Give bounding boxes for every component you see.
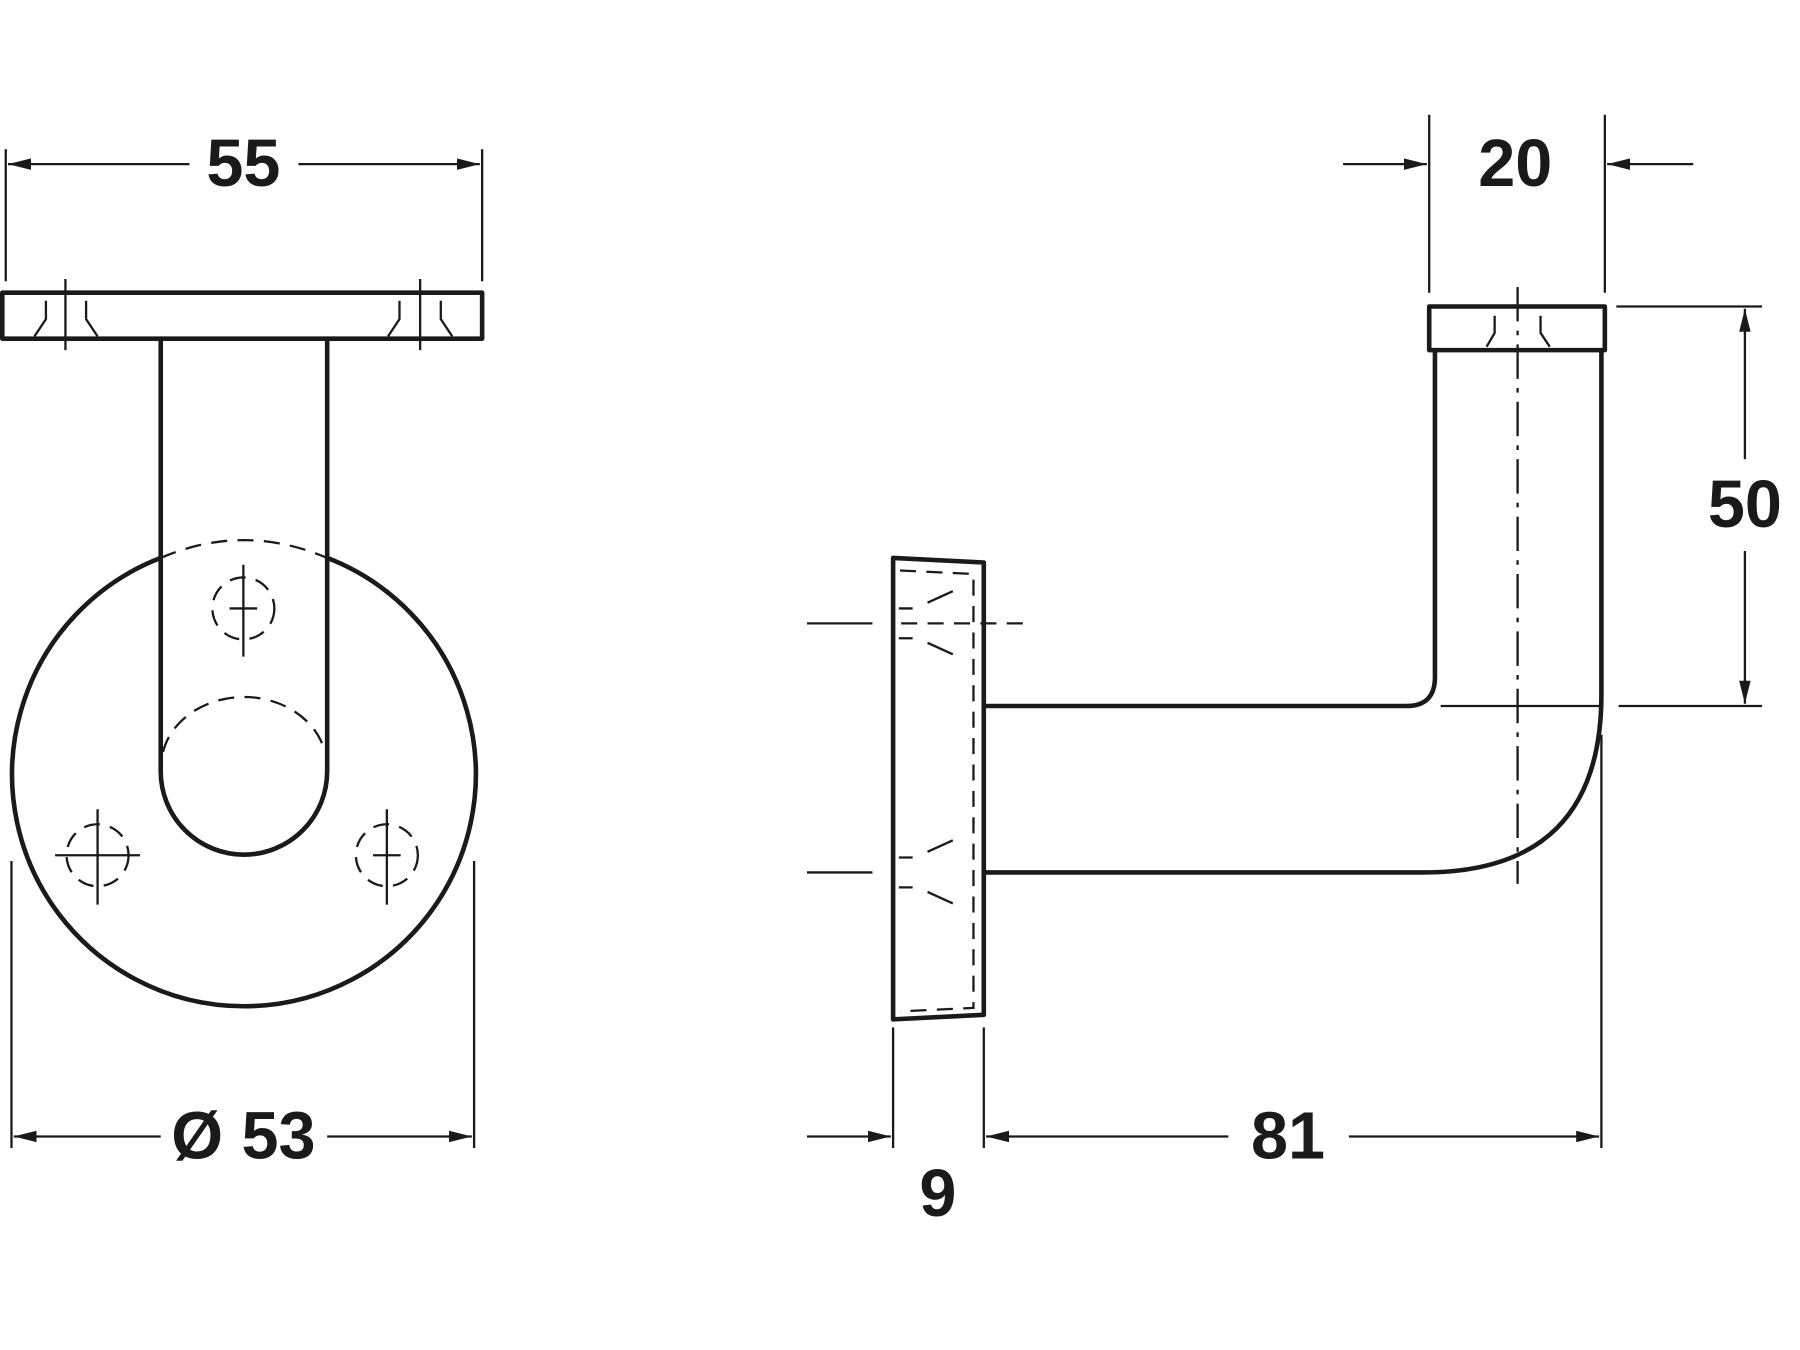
bracket-arm — [981, 347, 1604, 875]
tube-label: 20 — [1478, 127, 1552, 201]
dimension-width: 55 — [4, 127, 484, 282]
mounting-plate-top — [0, 290, 485, 341]
support-stem — [158, 336, 330, 857]
plate-thickness-label: 9 — [919, 1157, 956, 1231]
diameter-label: Ø 53 — [171, 1099, 315, 1173]
countersink-right — [387, 278, 454, 351]
height-label: 50 — [1708, 468, 1782, 542]
front-view: 55 Ø 53 — [0, 127, 485, 1173]
dimension-projection: 81 — [982, 734, 1603, 1173]
screw-hole-left — [55, 809, 141, 905]
countersink-left — [33, 278, 99, 351]
screw-hole-right — [354, 809, 420, 905]
plate-countersink-top — [898, 590, 954, 656]
dimension-diameter: Ø 53 — [10, 860, 476, 1173]
dimension-plate-thickness: 9 — [807, 1027, 956, 1231]
dimension-tube: 20 — [1343, 114, 1694, 293]
wall-plate-hidden — [899, 569, 975, 1013]
plate-countersink-bottom — [898, 839, 954, 905]
hidden-tube-outline — [161, 695, 326, 753]
dimension-height: 50 — [1616, 305, 1782, 708]
wall-plate — [890, 555, 987, 1022]
projection-label: 81 — [1251, 1099, 1325, 1173]
round-base-plate — [9, 555, 479, 1009]
hidden-base-arc — [160, 538, 328, 559]
screw-hole-top — [211, 564, 276, 657]
side-view: 20 50 81 9 — [807, 114, 1782, 1231]
width-label: 55 — [206, 127, 280, 201]
